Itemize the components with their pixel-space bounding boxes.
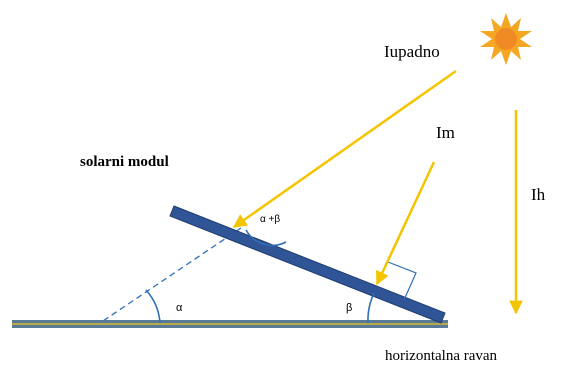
right-angle-mark <box>387 261 417 301</box>
sun-icon <box>480 13 532 65</box>
alpha-plus-beta-angle-arc <box>245 229 287 247</box>
label-angle-alpha-plus-beta: α +β <box>260 214 280 225</box>
label-horizontal-component: Ih <box>531 185 546 204</box>
label-horizontal-plane: horizontalna ravan <box>385 348 498 364</box>
alpha-angle-arc <box>145 289 161 324</box>
label-angle-beta: β <box>346 302 352 314</box>
label-incident: Iupadno <box>384 42 440 61</box>
beta-angle-arc <box>367 292 375 324</box>
incident-ray-arrow <box>232 69 457 229</box>
horizontal-plane <box>12 320 448 328</box>
label-angle-alpha: α <box>176 302 183 314</box>
dashed-extension-line <box>99 227 242 324</box>
solar-panel <box>169 205 446 324</box>
module-component-arrow <box>375 161 436 286</box>
label-module-component: Im <box>436 123 455 142</box>
label-solar-module: solarni modul <box>80 154 169 170</box>
